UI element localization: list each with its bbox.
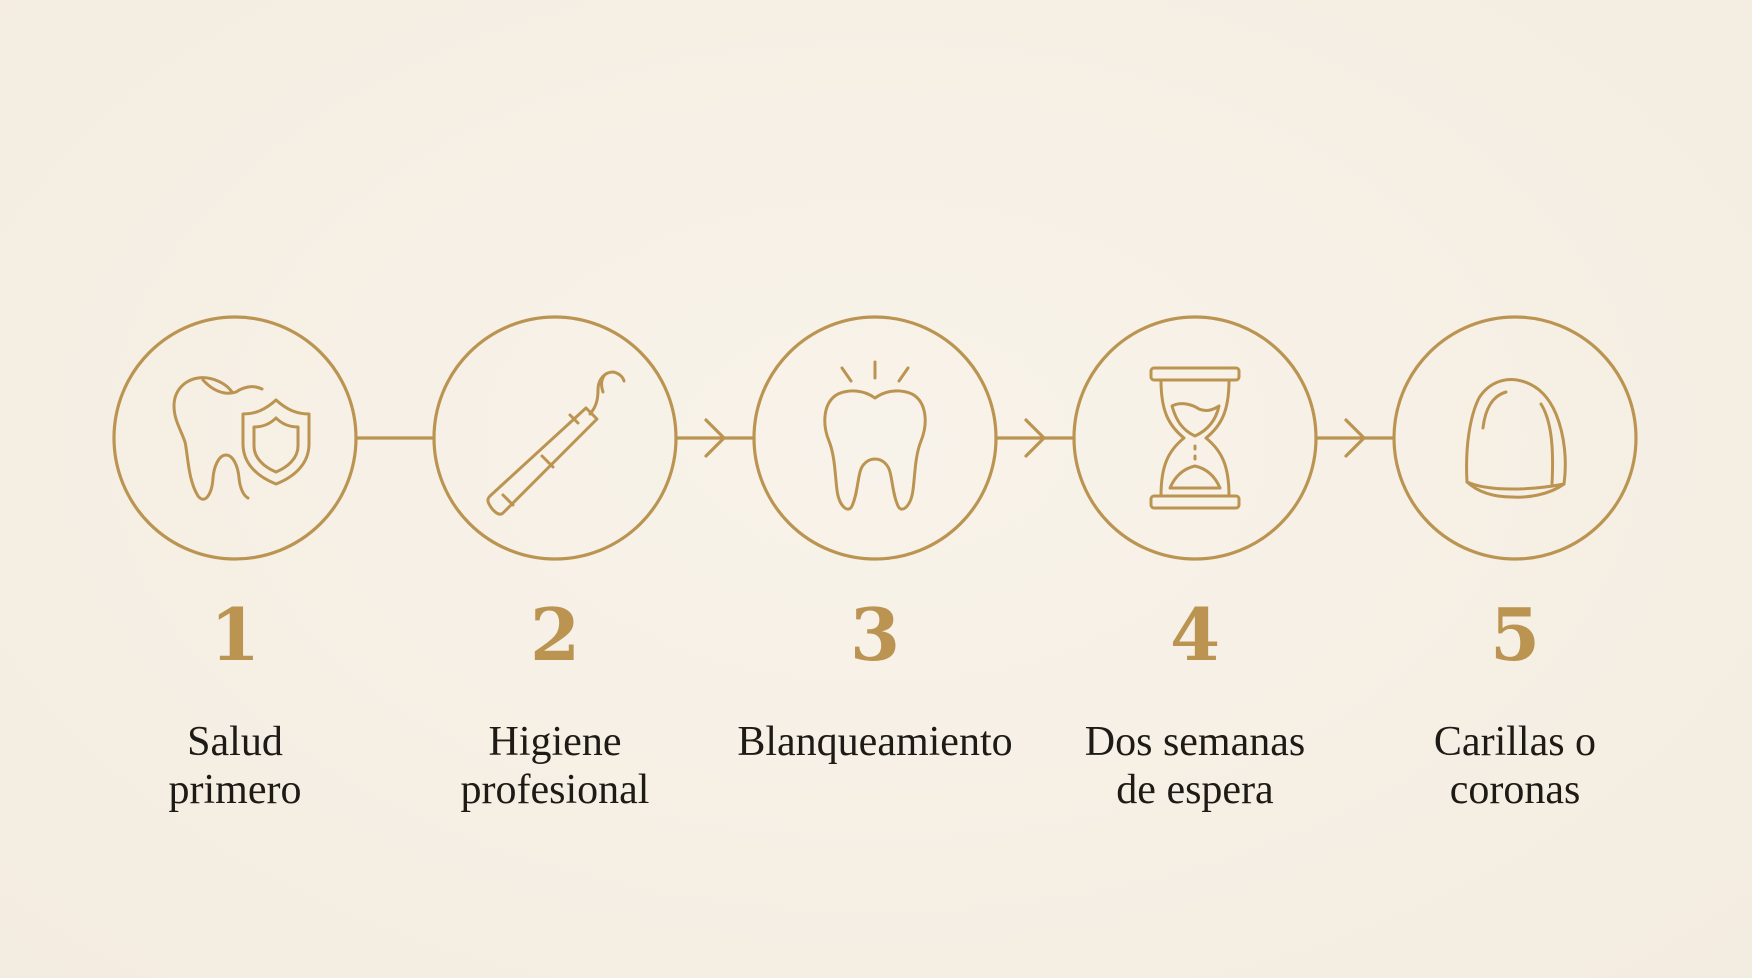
step-1-label: Salud primero bbox=[168, 719, 302, 813]
step-5-node bbox=[1392, 315, 1638, 561]
step-2-number: 2 bbox=[529, 592, 581, 677]
step-4-label: Dos semanas de espera bbox=[1084, 719, 1306, 813]
crown-veneer-icon bbox=[1465, 378, 1567, 499]
step-1-number: 1 bbox=[209, 592, 261, 677]
connector-3-4 bbox=[994, 418, 1074, 458]
step-5-label: Carillas o coronas bbox=[1433, 719, 1597, 813]
tooth-shield-icon bbox=[172, 376, 311, 501]
step-2-circle bbox=[432, 315, 678, 561]
step-2-node bbox=[432, 315, 678, 561]
step-3-number: 3 bbox=[849, 592, 901, 677]
step-5-circle bbox=[1392, 315, 1638, 561]
step-3-label: Blanqueamiento bbox=[737, 719, 1013, 765]
step-3-node bbox=[752, 315, 998, 561]
step-1-node bbox=[112, 315, 358, 561]
step-2-label: Higiene profesional bbox=[460, 719, 650, 813]
hourglass-icon bbox=[1149, 366, 1241, 510]
step-4-number: 4 bbox=[1169, 592, 1221, 677]
connector-4-5 bbox=[1314, 418, 1394, 458]
dental-scaler-icon bbox=[486, 370, 626, 516]
step-1-circle bbox=[112, 315, 358, 561]
step-5-number: 5 bbox=[1489, 592, 1541, 677]
connector-2-3 bbox=[674, 418, 754, 458]
step-4-circle bbox=[1072, 315, 1318, 561]
step-3-circle bbox=[752, 315, 998, 561]
step-4-node bbox=[1072, 315, 1318, 561]
shining-tooth-icon bbox=[823, 360, 927, 511]
